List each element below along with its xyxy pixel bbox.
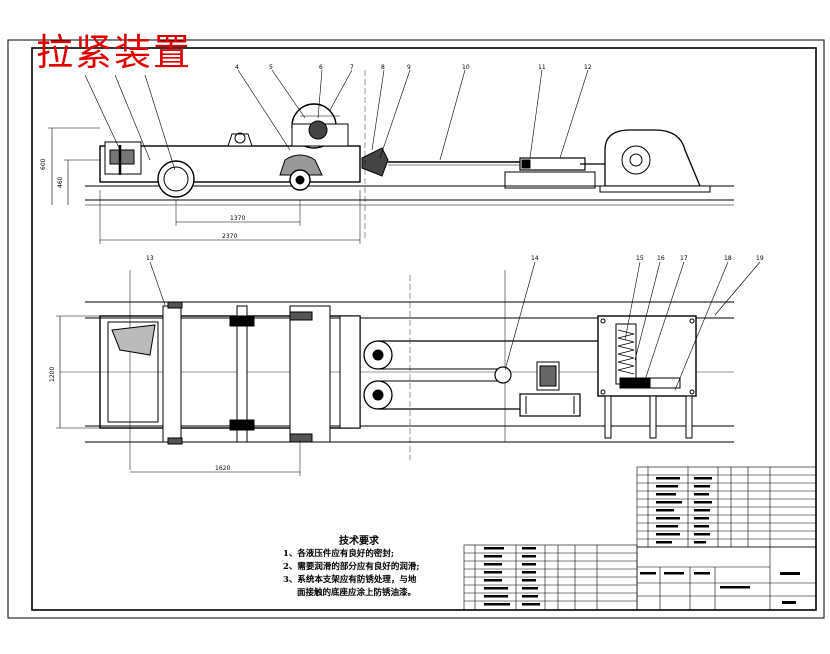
part-label-10: 10: [462, 64, 470, 71]
part-label-5: 5: [269, 64, 273, 71]
part-label-15: 15: [636, 255, 644, 262]
plan-view: [56, 261, 761, 476]
parts-list-left: [463, 544, 638, 611]
tech-requirement-3: 3、系统本支架应有防锈处理，与地: [283, 575, 417, 585]
part-label-4: 4: [235, 64, 239, 71]
part-label-9: 9: [407, 64, 411, 71]
side-part-labels: 4 5 6 7 8 9 10 11 12 600 460 1370 2370: [40, 64, 592, 240]
part-label-12: 12: [584, 64, 592, 71]
part-label-11: 11: [538, 64, 546, 71]
tech-requirement-2: 2、需要润滑的部分应有良好的润滑;: [283, 562, 420, 572]
table-ink: [484, 477, 800, 606]
dim-height-inner: 460: [57, 176, 64, 188]
tech-requirement-1: 1、各液压件应有良好的密封;: [283, 549, 395, 559]
part-label-19: 19: [756, 255, 764, 262]
side-view: [48, 69, 734, 244]
dim-length-inner: 1370: [230, 215, 245, 222]
part-label-17: 17: [680, 255, 688, 262]
tech-requirement-4: 面接触的底座应涂上防锈油漆。: [297, 588, 417, 598]
inner-frame: [31, 47, 817, 611]
part-label-14: 14: [531, 255, 539, 262]
part-label-16: 16: [657, 255, 665, 262]
outer-frame: [7, 39, 825, 619]
dim-height-outer: 600: [40, 158, 47, 170]
part-label-6: 6: [319, 64, 323, 71]
dim-plan-height: 1200: [49, 367, 56, 382]
part-label-18: 18: [724, 255, 732, 262]
tech-requirements-heading: 技术要求: [339, 536, 379, 547]
drawing-title: 拉紧装置: [36, 31, 192, 74]
part-label-13: 13: [146, 255, 154, 262]
parts-list-right: [636, 466, 817, 611]
dim-length-outer: 2370: [222, 233, 237, 240]
plan-part-labels: 13 14 15 16 17 18 19 1200 1620: [49, 255, 764, 472]
part-label-7: 7: [350, 64, 354, 71]
dim-plan-length: 1620: [215, 465, 230, 472]
part-label-8: 8: [381, 64, 385, 71]
